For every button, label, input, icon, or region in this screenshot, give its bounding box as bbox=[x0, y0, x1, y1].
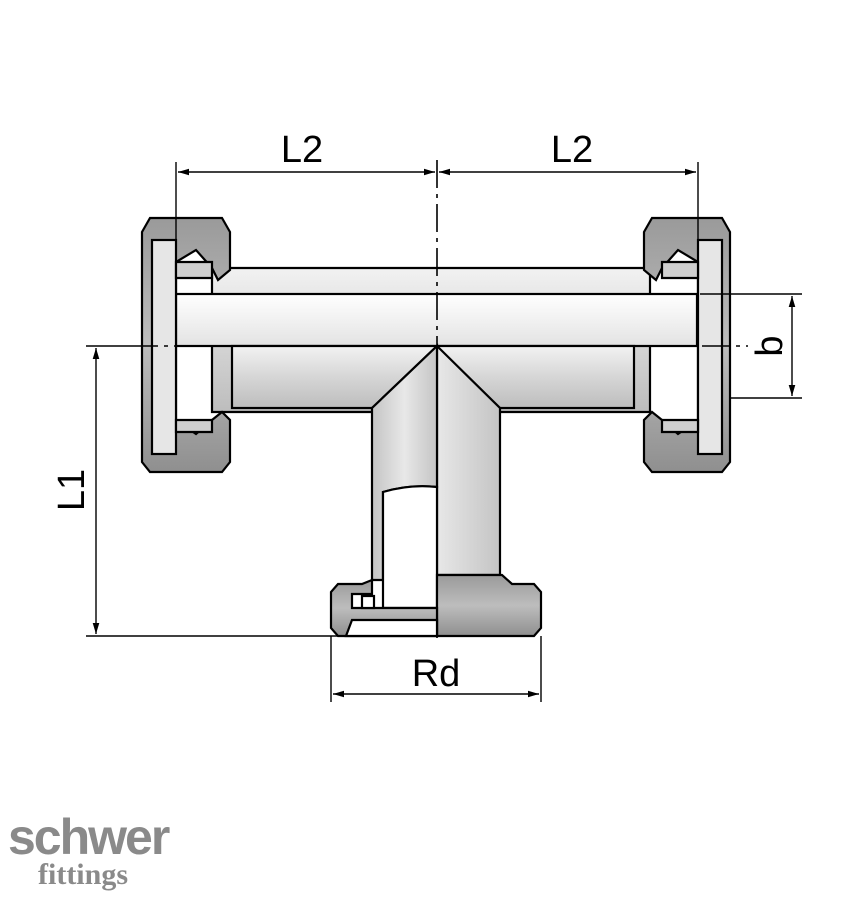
dim-label-l1: L1 bbox=[51, 469, 93, 511]
dim-label-b: b bbox=[749, 335, 791, 356]
center-lines bbox=[130, 160, 748, 640]
right-flange bbox=[642, 216, 732, 474]
branch-flange bbox=[329, 573, 543, 638]
dim-label-rd: Rd bbox=[412, 653, 461, 695]
dimension-lines bbox=[86, 162, 802, 702]
brand-logo: schwer fittings bbox=[8, 809, 170, 891]
left-flange bbox=[140, 216, 232, 474]
brand-name: schwer bbox=[8, 809, 170, 865]
dim-label-l2-right: L2 bbox=[551, 129, 593, 171]
brand-tagline: fittings bbox=[38, 858, 128, 891]
dim-label-l2-left: L2 bbox=[281, 129, 323, 171]
